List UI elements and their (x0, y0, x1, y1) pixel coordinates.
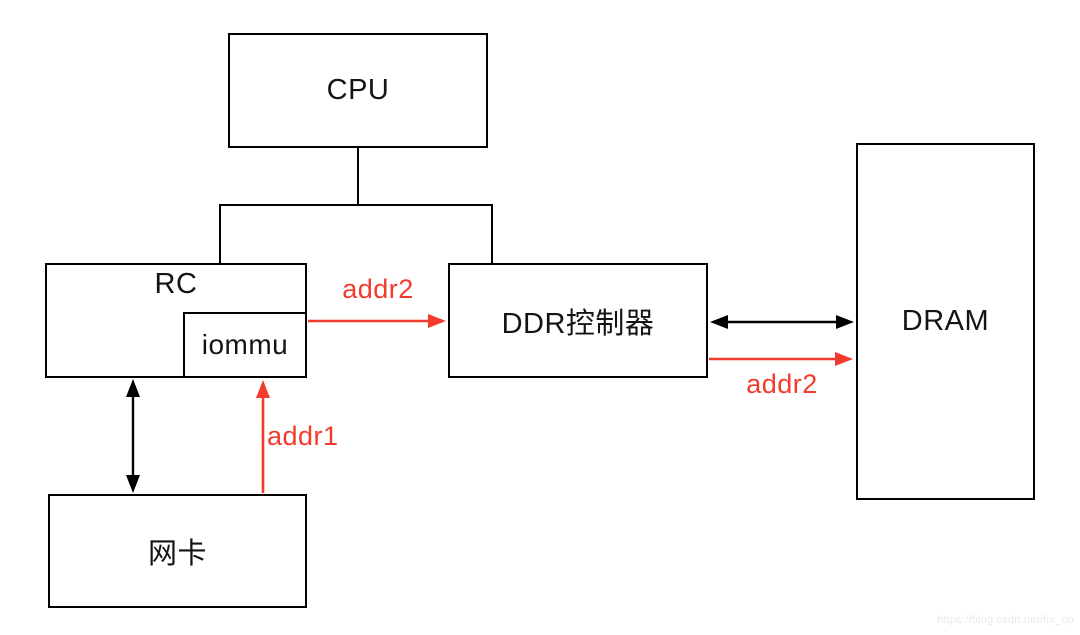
node-ddr-controller: DDR控制器 (448, 263, 708, 378)
ddr-dram-double-arrow (710, 315, 854, 329)
edge-label-addr2-ddr-dram: addr2 (746, 369, 818, 399)
rc-nic-double-arrow (126, 379, 140, 493)
node-dram-label: DRAM (901, 305, 990, 337)
node-nic: 网卡 (48, 494, 307, 608)
node-dram: DRAM (856, 143, 1035, 500)
cpu-branch-lines (219, 148, 493, 263)
node-nic-label: 网卡 (147, 538, 207, 570)
rc-ddr-red-arrow (308, 314, 446, 328)
node-rc-label: RC (154, 268, 198, 300)
node-cpu: CPU (228, 33, 488, 148)
watermark-text: https://blog.csdn.net/hx_op (937, 614, 1074, 626)
node-cpu-label: CPU (326, 74, 390, 106)
ddr-dram-red-arrow (709, 352, 853, 366)
edge-label-addr2-rc-ddr: addr2 (342, 274, 414, 304)
edge-label-addr1-nic-iommu: addr1 (267, 421, 339, 451)
node-iommu: iommu (183, 312, 307, 378)
node-ddr-controller-label: DDR控制器 (501, 307, 655, 340)
node-iommu-label: iommu (201, 329, 289, 360)
